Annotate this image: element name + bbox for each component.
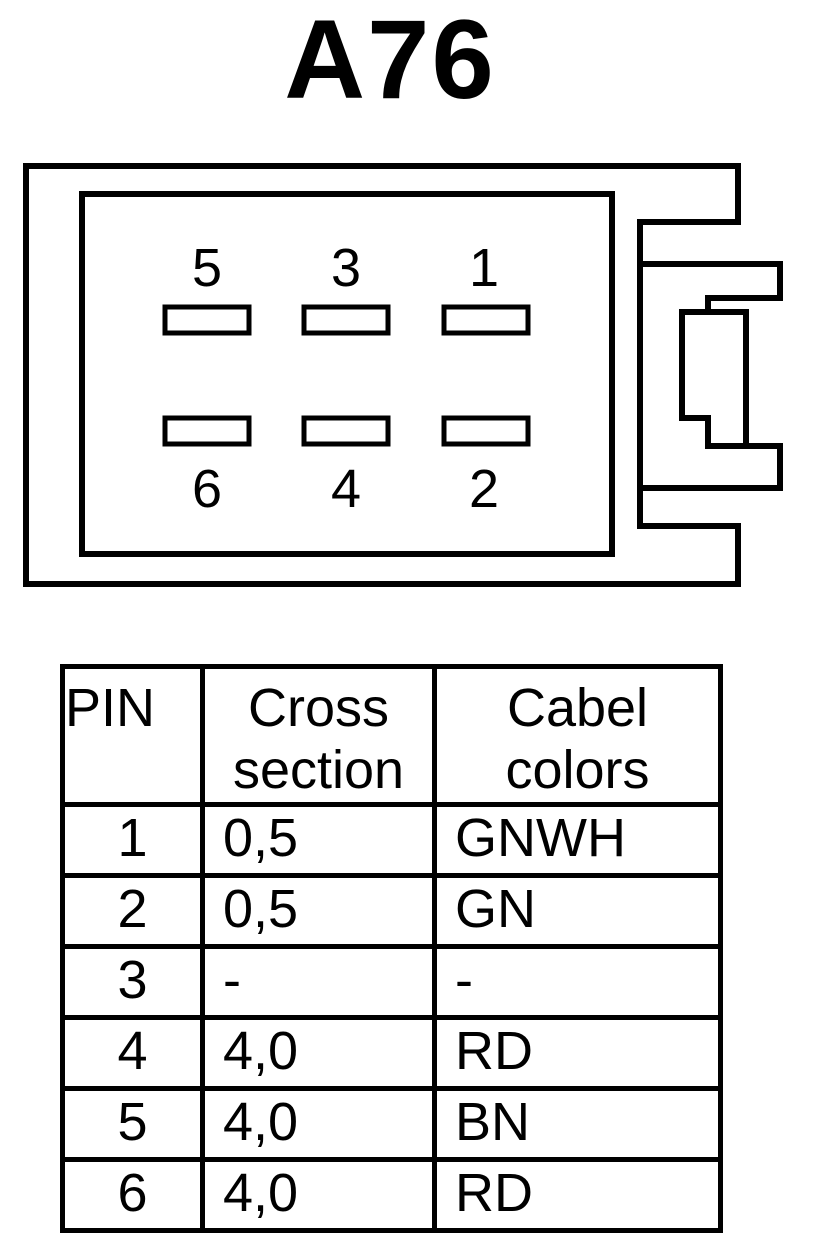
- cable-color-cell: -: [432, 944, 723, 1020]
- pin-slot-2: [441, 415, 531, 447]
- header-pin: PIN: [60, 664, 205, 807]
- pin-assignment-table: PIN Cross section Cabel colors 1 0,5 GNW…: [60, 664, 723, 1233]
- pin-slot-5: [162, 304, 252, 336]
- connector-latch-inner: [708, 309, 749, 446]
- pin-slot-4: [301, 415, 391, 447]
- cross-section-cell: -: [200, 944, 437, 1020]
- header-pin-label: PIN: [65, 678, 156, 738]
- cable-color-cell: BN: [432, 1086, 723, 1162]
- header-cable-colors: Cabel colors: [432, 664, 723, 807]
- table-row: 4 4,0 RD: [60, 1015, 723, 1091]
- cross-section-cell: 4,0: [200, 1157, 437, 1233]
- pin-number-cell: 2: [60, 873, 205, 949]
- pin-label-6: 6: [192, 459, 222, 519]
- pin-label-3: 3: [331, 238, 361, 298]
- connector-title: A76: [284, 0, 496, 122]
- header-color-line1: Cabel: [506, 678, 649, 738]
- connector-housing-outline: [23, 163, 783, 587]
- pin-number-cell: 1: [60, 802, 205, 878]
- table-row: 6 4,0 RD: [60, 1157, 723, 1233]
- table-row: 3 - -: [60, 944, 723, 1020]
- pin-slot-1: [441, 304, 531, 336]
- cable-color-cell: RD: [432, 1015, 723, 1091]
- table-row: 5 4,0 BN: [60, 1086, 723, 1162]
- pin-number-cell: 3: [60, 944, 205, 1020]
- pin-number-cell: 6: [60, 1157, 205, 1233]
- header-color-line2: colors: [505, 740, 650, 800]
- pin-label-1: 1: [469, 238, 499, 298]
- cross-section-cell: 4,0: [200, 1086, 437, 1162]
- pin-label-4: 4: [331, 459, 361, 519]
- header-cross-line1: Cross: [247, 678, 389, 738]
- cross-section-cell: 0,5: [200, 802, 437, 878]
- table-row: 1 0,5 GNWH: [60, 802, 723, 878]
- cable-color-cell: RD: [432, 1157, 723, 1233]
- cable-color-cell: GNWH: [432, 802, 723, 878]
- cross-section-cell: 0,5: [200, 873, 437, 949]
- header-cross-line2: section: [232, 740, 405, 800]
- connector-diagram: 5 3 1 6 4 2: [23, 163, 783, 587]
- table-row: 2 0,5 GN: [60, 873, 723, 949]
- pin-slot-6: [162, 415, 252, 447]
- pin-number-cell: 5: [60, 1086, 205, 1162]
- pin-slot-3: [301, 304, 391, 336]
- pin-number-cell: 4: [60, 1015, 205, 1091]
- pin-cavity: [79, 191, 615, 557]
- pin-label-2: 2: [469, 459, 499, 519]
- pin-label-5: 5: [192, 238, 222, 298]
- header-cross-section: Cross section: [200, 664, 437, 807]
- cable-color-cell: GN: [432, 873, 723, 949]
- table-header-row: PIN Cross section Cabel colors: [60, 664, 723, 807]
- cross-section-cell: 4,0: [200, 1015, 437, 1091]
